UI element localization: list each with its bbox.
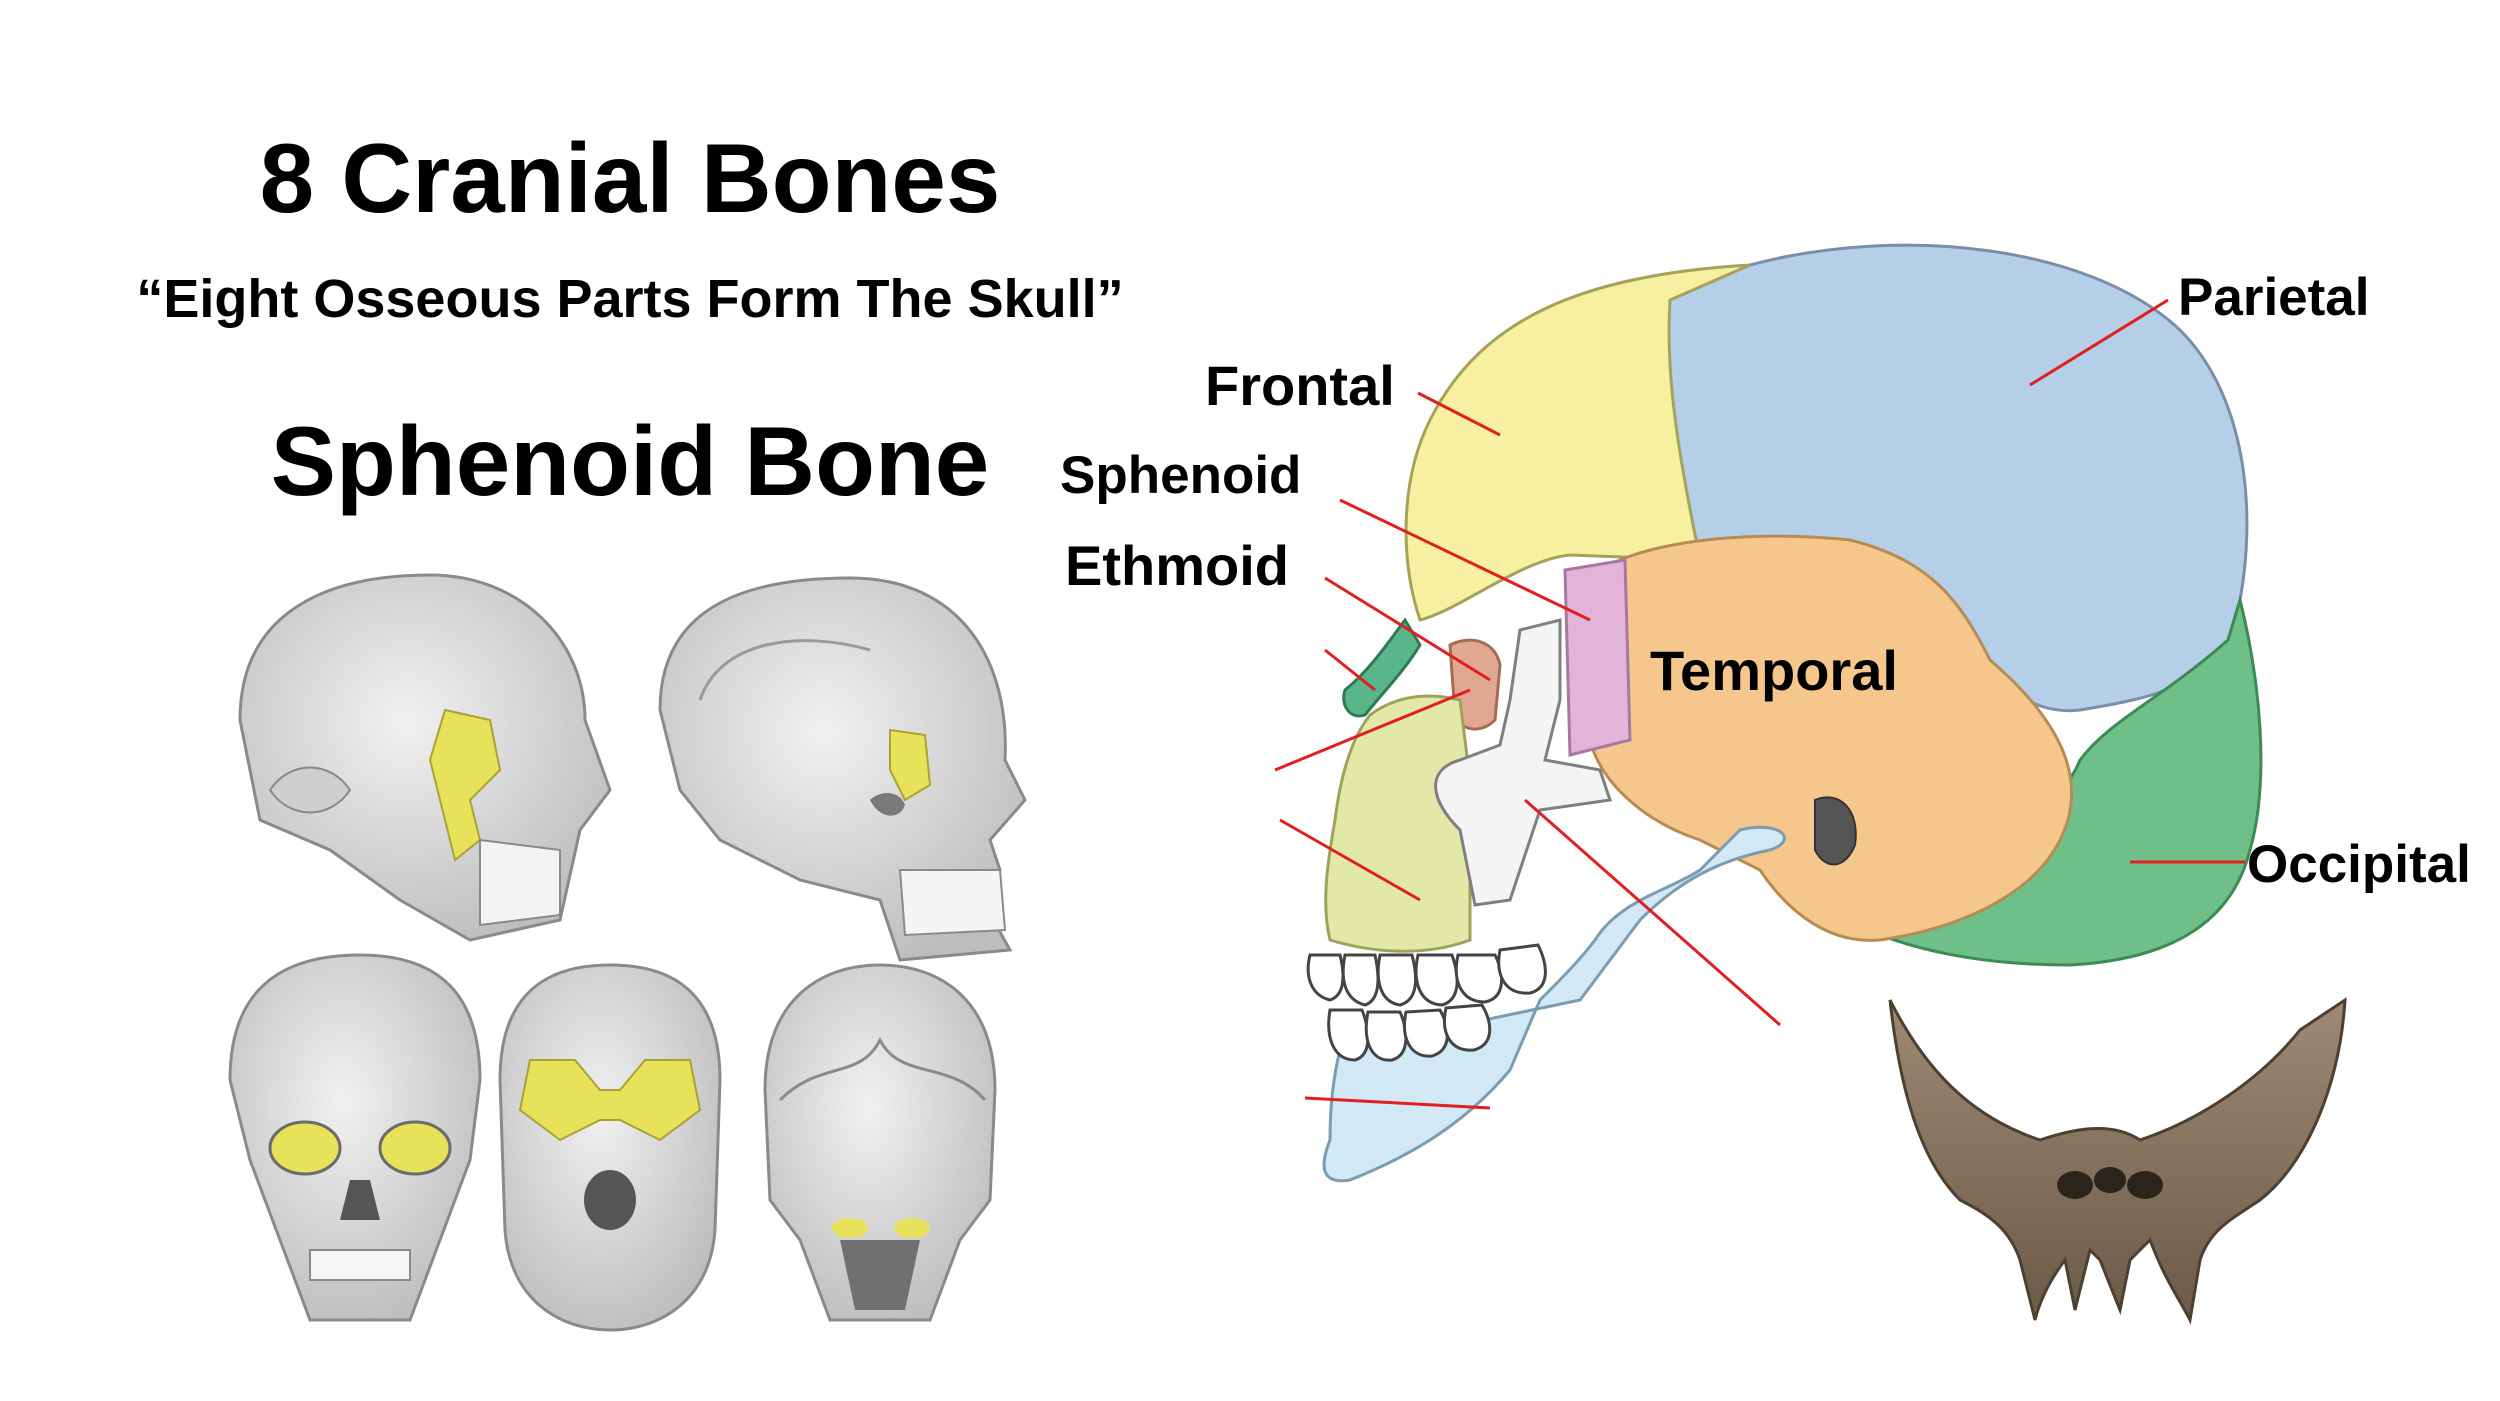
ethmoid-leader-line xyxy=(1324,576,1491,682)
sphenoid-highlight xyxy=(378,1120,452,1176)
sphenoid-highlight xyxy=(894,1218,930,1238)
sphenoid-highlight xyxy=(889,728,932,802)
parietal-label: Parietal xyxy=(2178,268,2370,327)
skull-posterior-view xyxy=(763,963,997,1322)
lacrimal-leader-line xyxy=(1274,688,1471,772)
sphenoid-leader-line xyxy=(1339,498,1591,622)
maxilla-bone xyxy=(1324,694,1472,953)
zygomatic-leader-line xyxy=(1524,798,1781,1027)
skull-inferior-view xyxy=(498,963,722,1332)
temporal-bone xyxy=(1581,534,2074,942)
mandible-leader-line xyxy=(1304,1096,1491,1110)
frontal-label: Frontal xyxy=(1205,354,1395,417)
maxilla-leader-line xyxy=(1279,818,1421,902)
parietal-leader-line xyxy=(2029,298,2169,387)
skull-sagittal-view xyxy=(238,573,612,942)
labeled-skull-diagram: Frontal Sphenoid Ethmoid Temporal Pariet… xyxy=(1060,243,2471,1183)
occipital-label: Occipital xyxy=(2247,835,2471,894)
nasal-leader-line xyxy=(1324,648,1376,692)
sphenoid-bone xyxy=(1563,558,1632,757)
mandible-bone xyxy=(1322,825,1786,1183)
skull-lateral-view xyxy=(658,576,1027,962)
sphenoid-highlight xyxy=(832,1218,868,1238)
leader-lines xyxy=(1274,298,2245,1110)
mnemonic-subtitle: “Eight Osseous Parts Form The Skull” xyxy=(136,269,1124,329)
temporal-label: Temporal xyxy=(1650,639,1898,702)
ear-canal xyxy=(1814,796,1857,866)
ethmoid-label: Ethmoid xyxy=(1065,534,1289,597)
skull-anterior-view xyxy=(228,953,482,1322)
sphenoid-highlight xyxy=(518,1059,702,1142)
section-title: Sphenoid Bone xyxy=(270,406,990,516)
sphenoid-label: Sphenoid xyxy=(1060,446,1301,505)
frontal-bone xyxy=(1404,263,1751,622)
sphenoid-highlight xyxy=(268,1120,342,1176)
frontal-leader-line xyxy=(1417,391,1501,437)
nasal-bone xyxy=(1342,617,1422,718)
sphenoid-bone-isolated xyxy=(1888,997,2347,1325)
page-title: 8 Cranial Bones xyxy=(259,123,1001,233)
zygomatic-bone xyxy=(1434,618,1612,907)
teeth xyxy=(1306,943,1547,1062)
skull-views-panel xyxy=(228,573,1027,1332)
